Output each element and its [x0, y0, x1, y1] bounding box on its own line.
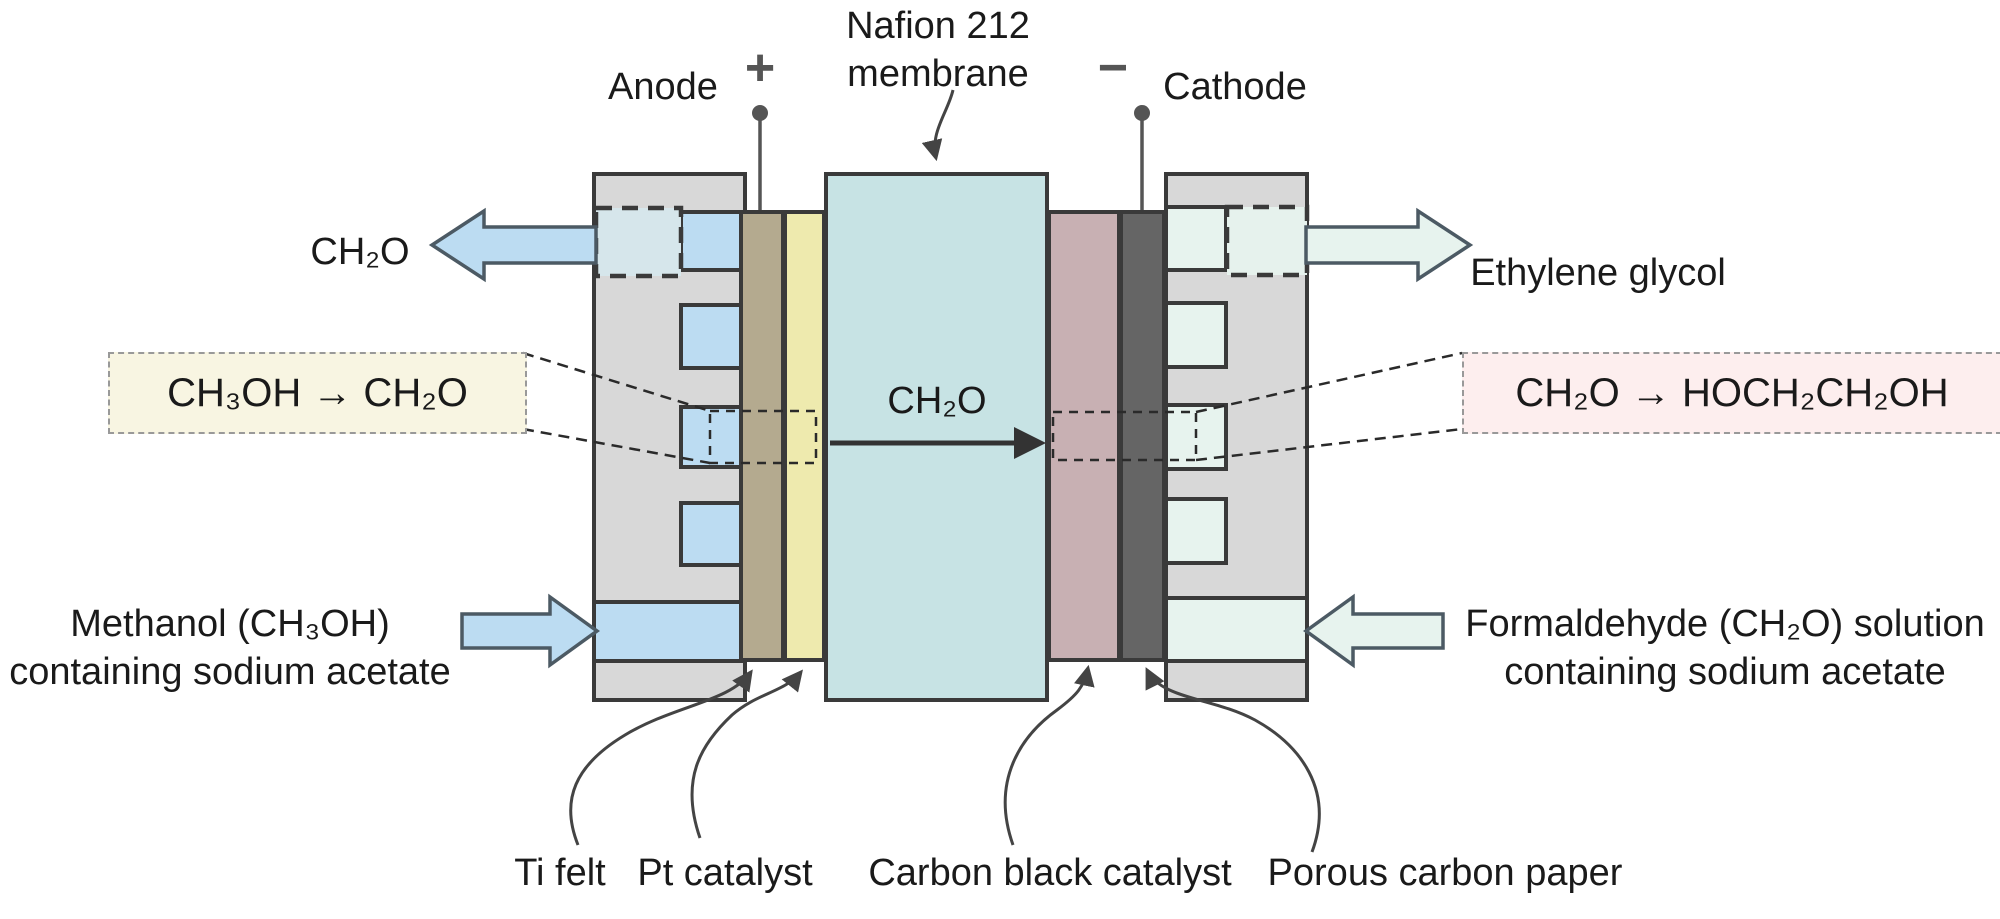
- cathode-inlet-label-line2: containing sodium acetate: [1504, 651, 1946, 693]
- anode-inlet-label: Methanol (CH₃OH) containing sodium aceta…: [5, 600, 455, 696]
- anode-inlet-arrow: [460, 593, 600, 669]
- anode-channel-1: [679, 210, 747, 272]
- crossover-arrow-head: [1014, 427, 1046, 459]
- anode-channel-2: [679, 303, 747, 370]
- pt-catalyst-layer: [783, 210, 826, 662]
- cathode-reaction-text: CH₂O → HOCH₂CH₂OH: [1515, 370, 1949, 415]
- cathode-label: Cathode: [1163, 66, 1307, 108]
- anode-reaction-box: CH₃OH → CH₂O: [108, 352, 527, 434]
- anode-reaction-zone-box: [708, 409, 818, 465]
- carbon-black-leader-arrow: [1003, 664, 1095, 846]
- cathode-channel-1: [1164, 205, 1228, 272]
- anode-inlet-label-line2: containing sodium acetate: [9, 651, 451, 693]
- anode-outlet-arrow: [428, 207, 598, 283]
- cathode-minus-sign: −: [1097, 39, 1129, 97]
- cathode-callout-line-top: [1195, 351, 1463, 414]
- ti-felt-layer: [739, 210, 785, 662]
- cathode-inlet-label: Formaldehyde (CH₂O) solution containing …: [1455, 600, 1995, 696]
- pt-catalyst-leader-arrow: [690, 669, 803, 839]
- cathode-inlet-channel: [1164, 596, 1309, 663]
- porous-paper-leader-arrow: [1145, 667, 1321, 853]
- cathode-outlet-arrow: [1304, 207, 1474, 283]
- nafion-membrane: [824, 172, 1049, 702]
- porous-carbon-paper-layer: [1119, 210, 1166, 662]
- anode-plus-sign: +: [744, 39, 776, 97]
- cathode-outlet-label: Ethylene glycol: [1470, 252, 1726, 294]
- cathode-inlet-arrow: [1303, 593, 1445, 669]
- nafion-membrane-label: Nafion 212 membrane: [788, 2, 1088, 98]
- cathode-inlet-label-line1: Formaldehyde (CH₂O) solution: [1465, 603, 1985, 645]
- porous-paper-label: Porous carbon paper: [1267, 852, 1623, 894]
- anode-reaction-text: CH₃OH → CH₂O: [167, 370, 468, 415]
- anode-inlet-channel: [592, 600, 747, 663]
- cathode-outlet-dashed-box: [1224, 204, 1310, 278]
- anode-terminal-dot: [752, 105, 768, 121]
- ti-felt-label: Ti felt: [514, 852, 606, 894]
- anode-outlet-label: CH₂O: [310, 231, 410, 273]
- anode-callout-line-top: [522, 351, 711, 413]
- nafion-membrane-label-line2: membrane: [847, 53, 1029, 95]
- cathode-terminal-dot: [1134, 105, 1150, 121]
- anode-channel-3: [679, 405, 747, 469]
- cathode-callout-line-bottom: [1195, 427, 1463, 462]
- cathode-channel-4: [1164, 497, 1228, 565]
- pt-catalyst-label: Pt catalyst: [637, 852, 813, 894]
- cathode-reaction-zone-box: [1051, 410, 1198, 462]
- carbon-black-label: Carbon black catalyst: [868, 852, 1232, 894]
- nafion-membrane-label-line1: Nafion 212: [846, 5, 1030, 47]
- nafion-leader-arrow: [921, 89, 955, 162]
- cathode-channel-2: [1164, 301, 1228, 369]
- cathode-reaction-box: CH₂O → HOCH₂CH₂OH: [1462, 352, 2000, 434]
- anode-callout-line-bottom: [522, 427, 711, 465]
- anode-inlet-label-line1: Methanol (CH₃OH): [70, 603, 390, 645]
- anode-label: Anode: [608, 66, 718, 108]
- ti-felt-leader-arrow: [569, 669, 753, 846]
- anode-channel-4: [679, 501, 747, 567]
- crossover-species-label: CH₂O: [887, 380, 987, 422]
- anode-outlet-dashed-box: [593, 205, 684, 279]
- carbon-black-layer: [1047, 210, 1121, 662]
